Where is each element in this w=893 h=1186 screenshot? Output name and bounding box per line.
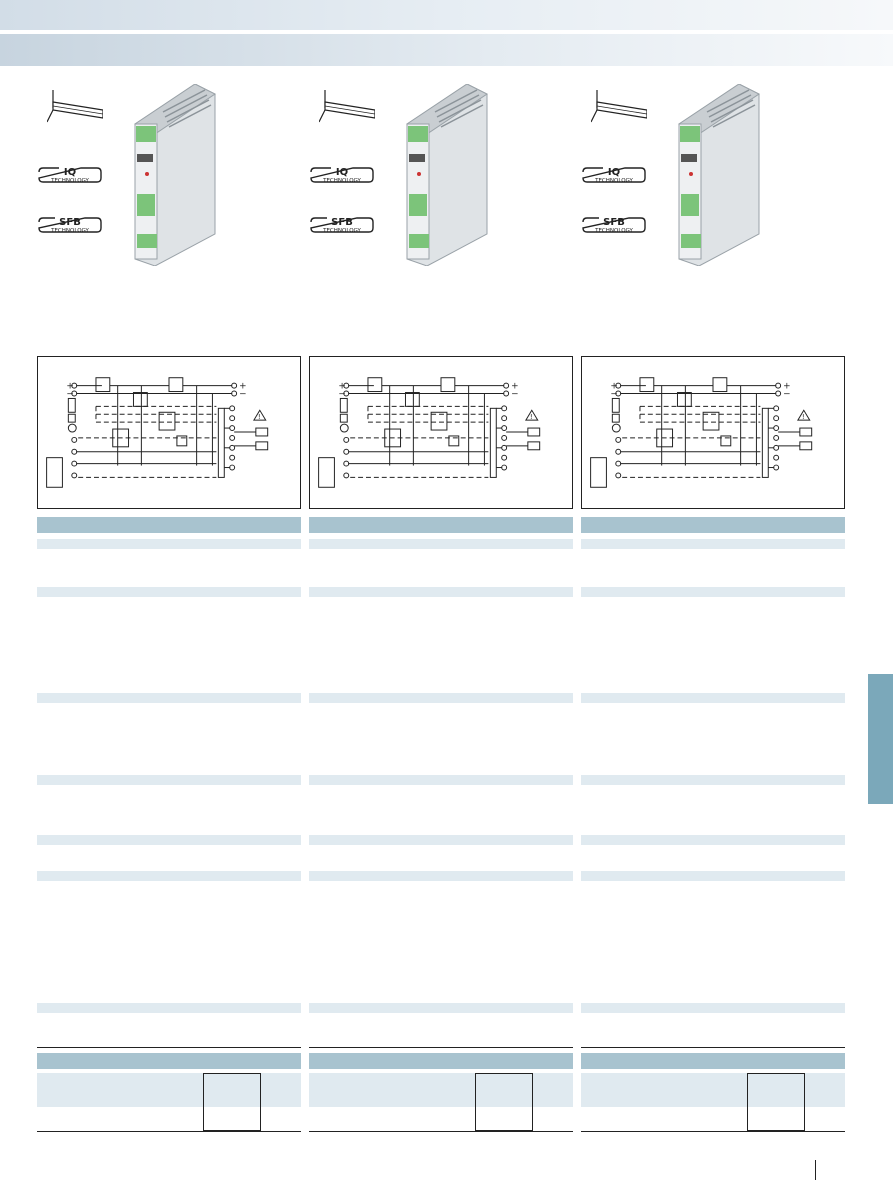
din-rail-icon: [591, 90, 647, 123]
svg-text:IQ: IQ: [608, 167, 620, 178]
iq-technology-badge-icon: IQ TECHNOLOGY: [582, 167, 646, 184]
section-header-bar: [37, 517, 301, 533]
svg-text:−: −: [783, 389, 790, 399]
ordering-row-band: [309, 1073, 573, 1107]
svg-text:TECHNOLOGY: TECHNOLOGY: [322, 178, 361, 184]
iq-technology-badge-icon: IQ TECHNOLOGY: [310, 167, 374, 184]
sfb-technology-badge-icon: SFB TECHNOLOGY: [582, 217, 646, 234]
din-rail-icon: [47, 90, 103, 123]
row-band: [37, 835, 301, 845]
row-band: [581, 587, 845, 597]
svg-text:TECHNOLOGY: TECHNOLOGY: [50, 178, 89, 184]
divider: [37, 1131, 301, 1132]
row-band: [309, 775, 573, 785]
ordering-box: [747, 1073, 805, 1131]
svg-text:SFB: SFB: [603, 217, 625, 228]
row-band: [37, 1003, 301, 1013]
section-header-bar: [309, 517, 573, 533]
sfb-technology-badge-icon: SFB TECHNOLOGY: [38, 217, 102, 234]
svg-text:TECHNOLOGY: TECHNOLOGY: [594, 178, 633, 184]
ups-device-image: [678, 84, 760, 266]
divider: [37, 1047, 301, 1048]
svg-text:−: −: [66, 389, 73, 399]
row-band: [309, 835, 573, 845]
row-band: [309, 539, 573, 549]
svg-text:SFB: SFB: [331, 217, 353, 228]
svg-text:TECHNOLOGY: TECHNOLOGY: [322, 228, 361, 234]
svg-text:IQ: IQ: [336, 167, 348, 178]
row-band: [37, 775, 301, 785]
row-band: [581, 539, 845, 549]
divider: [581, 1047, 845, 1048]
row-band: [309, 1003, 573, 1013]
divider: [309, 1047, 573, 1048]
svg-text:IQ: IQ: [64, 167, 76, 178]
svg-text:!: !: [802, 413, 805, 421]
row-band: [309, 587, 573, 597]
section-header-bar: [581, 517, 845, 533]
svg-text:+: +: [511, 382, 518, 392]
ordering-row-band: [581, 1073, 845, 1107]
row-band: [581, 871, 845, 881]
ordering-header-bar: [581, 1053, 845, 1069]
din-rail-icon: [319, 90, 375, 123]
divider: [581, 1131, 845, 1132]
ordering-box: [475, 1073, 533, 1131]
svg-text:+: +: [338, 382, 345, 392]
ordering-header-bar: [309, 1053, 573, 1069]
block-diagram: + − + − !: [581, 356, 845, 509]
block-diagram: + − + − !: [37, 356, 301, 509]
sub-header-band: [0, 34, 893, 66]
ordering-header-bar: [37, 1053, 301, 1069]
ordering-box: [203, 1073, 261, 1131]
row-band: [581, 835, 845, 845]
side-section-tab: [868, 674, 893, 804]
svg-text:+: +: [239, 382, 246, 392]
sfb-technology-badge-icon: SFB TECHNOLOGY: [310, 217, 374, 234]
row-band: [309, 693, 573, 703]
row-band: [37, 693, 301, 703]
row-band: [581, 1003, 845, 1013]
svg-text:SFB: SFB: [59, 217, 81, 228]
row-band: [581, 775, 845, 785]
svg-text:+: +: [66, 382, 73, 392]
svg-text:+: +: [610, 382, 617, 392]
row-band: [37, 871, 301, 881]
svg-text:!: !: [530, 413, 533, 421]
divider: [309, 1131, 573, 1132]
iq-technology-badge-icon: IQ TECHNOLOGY: [38, 167, 102, 184]
row-band: [37, 539, 301, 549]
svg-text:−: −: [338, 389, 345, 399]
row-band: [581, 693, 845, 703]
svg-text:−: −: [511, 389, 518, 399]
ups-device-image: [406, 84, 488, 266]
svg-text:TECHNOLOGY: TECHNOLOGY: [594, 228, 633, 234]
svg-text:!: !: [258, 413, 261, 421]
block-diagram: + − + − !: [309, 356, 573, 509]
row-band: [37, 587, 301, 597]
row-band: [309, 871, 573, 881]
svg-text:TECHNOLOGY: TECHNOLOGY: [50, 228, 89, 234]
page-number-divider: [815, 1160, 816, 1180]
svg-text:−: −: [239, 389, 246, 399]
top-header-band: [0, 0, 893, 30]
svg-text:−: −: [610, 389, 617, 399]
ordering-row-band: [37, 1073, 301, 1107]
svg-text:+: +: [783, 382, 790, 392]
ups-device-image: [134, 84, 216, 266]
